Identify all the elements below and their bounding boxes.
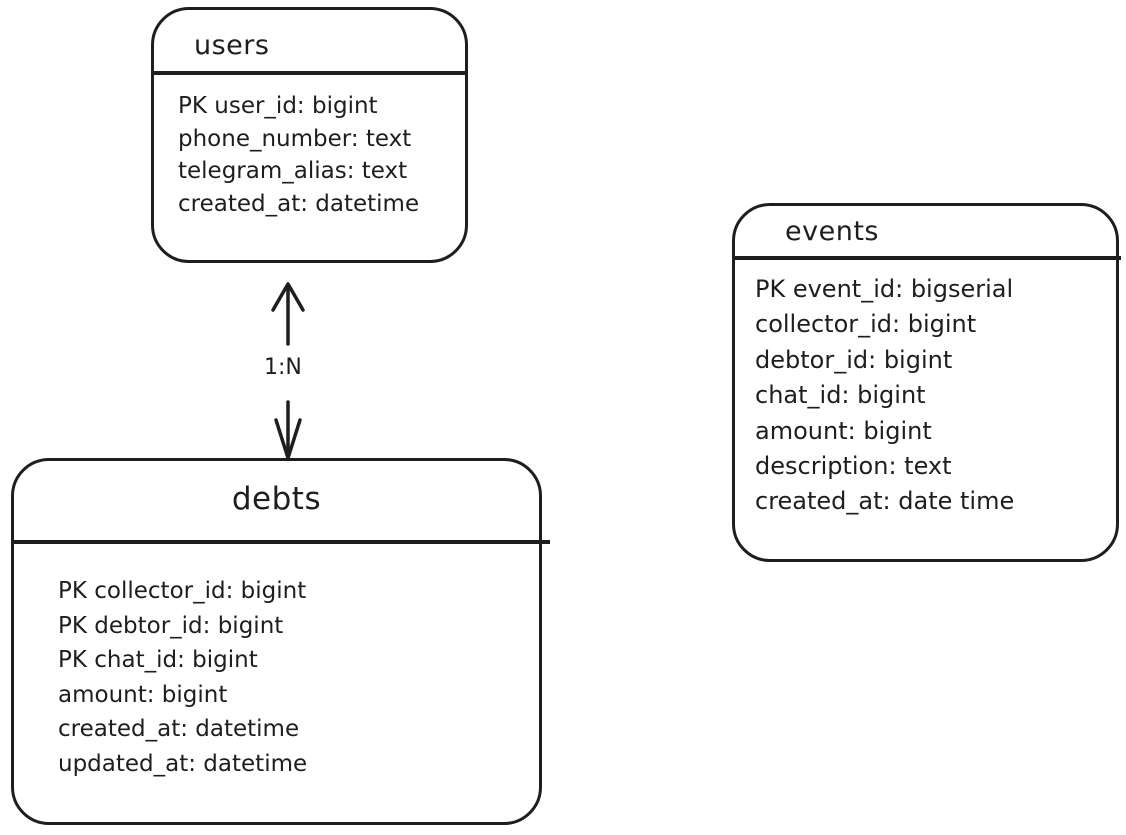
field-row: collector_id: bigint <box>755 310 977 339</box>
field-row: phone_number: text <box>178 125 412 152</box>
entity-title: debts <box>231 481 322 517</box>
field-row: amount: bigint <box>755 416 932 445</box>
field-row: amount: bigint <box>58 681 228 708</box>
field-row: chat_id: bigint <box>755 381 926 410</box>
entity-fields: PK collector_id: bigint PK debtor_id: bi… <box>58 574 307 781</box>
relation-label: 1:N <box>262 355 304 380</box>
entity-fields: PK user_id: bigint phone_number: text te… <box>178 90 419 220</box>
entity-fields: PK event_id: bigserial collector_id: big… <box>755 272 1014 520</box>
entity-events: events PK event_id: bigserial collector_… <box>732 203 1121 562</box>
field-row: created_at: datetime <box>58 716 300 742</box>
field-row: PK chat_id: bigint <box>58 647 258 673</box>
entity-title: events <box>785 216 879 247</box>
field-row: created_at: date time <box>755 487 1015 516</box>
entity-divider <box>732 256 1121 260</box>
field-row: PK collector_id: bigint <box>58 578 307 604</box>
entity-divider <box>11 540 550 544</box>
crowfoot-icon <box>274 418 302 460</box>
field-row: updated_at: datetime <box>58 750 308 777</box>
entity-users: users PK user_id: bigint phone_number: t… <box>151 7 468 263</box>
entity-debts: debts PK collector_id: bigint PK debtor_… <box>11 458 550 825</box>
field-row: telegram_alias: text <box>178 158 408 184</box>
field-row: description: text <box>755 452 952 481</box>
field-row: PK user_id: bigint <box>178 93 378 119</box>
field-row: created_at: datetime <box>178 190 420 217</box>
entity-divider <box>151 71 468 75</box>
field-row: PK event_id: bigserial <box>755 275 1014 303</box>
arrowhead-up-icon <box>271 282 305 312</box>
field-row: PK debtor_id: bigint <box>58 612 284 639</box>
entity-title: users <box>194 30 270 61</box>
field-row: debtor_id: bigint <box>755 345 953 374</box>
